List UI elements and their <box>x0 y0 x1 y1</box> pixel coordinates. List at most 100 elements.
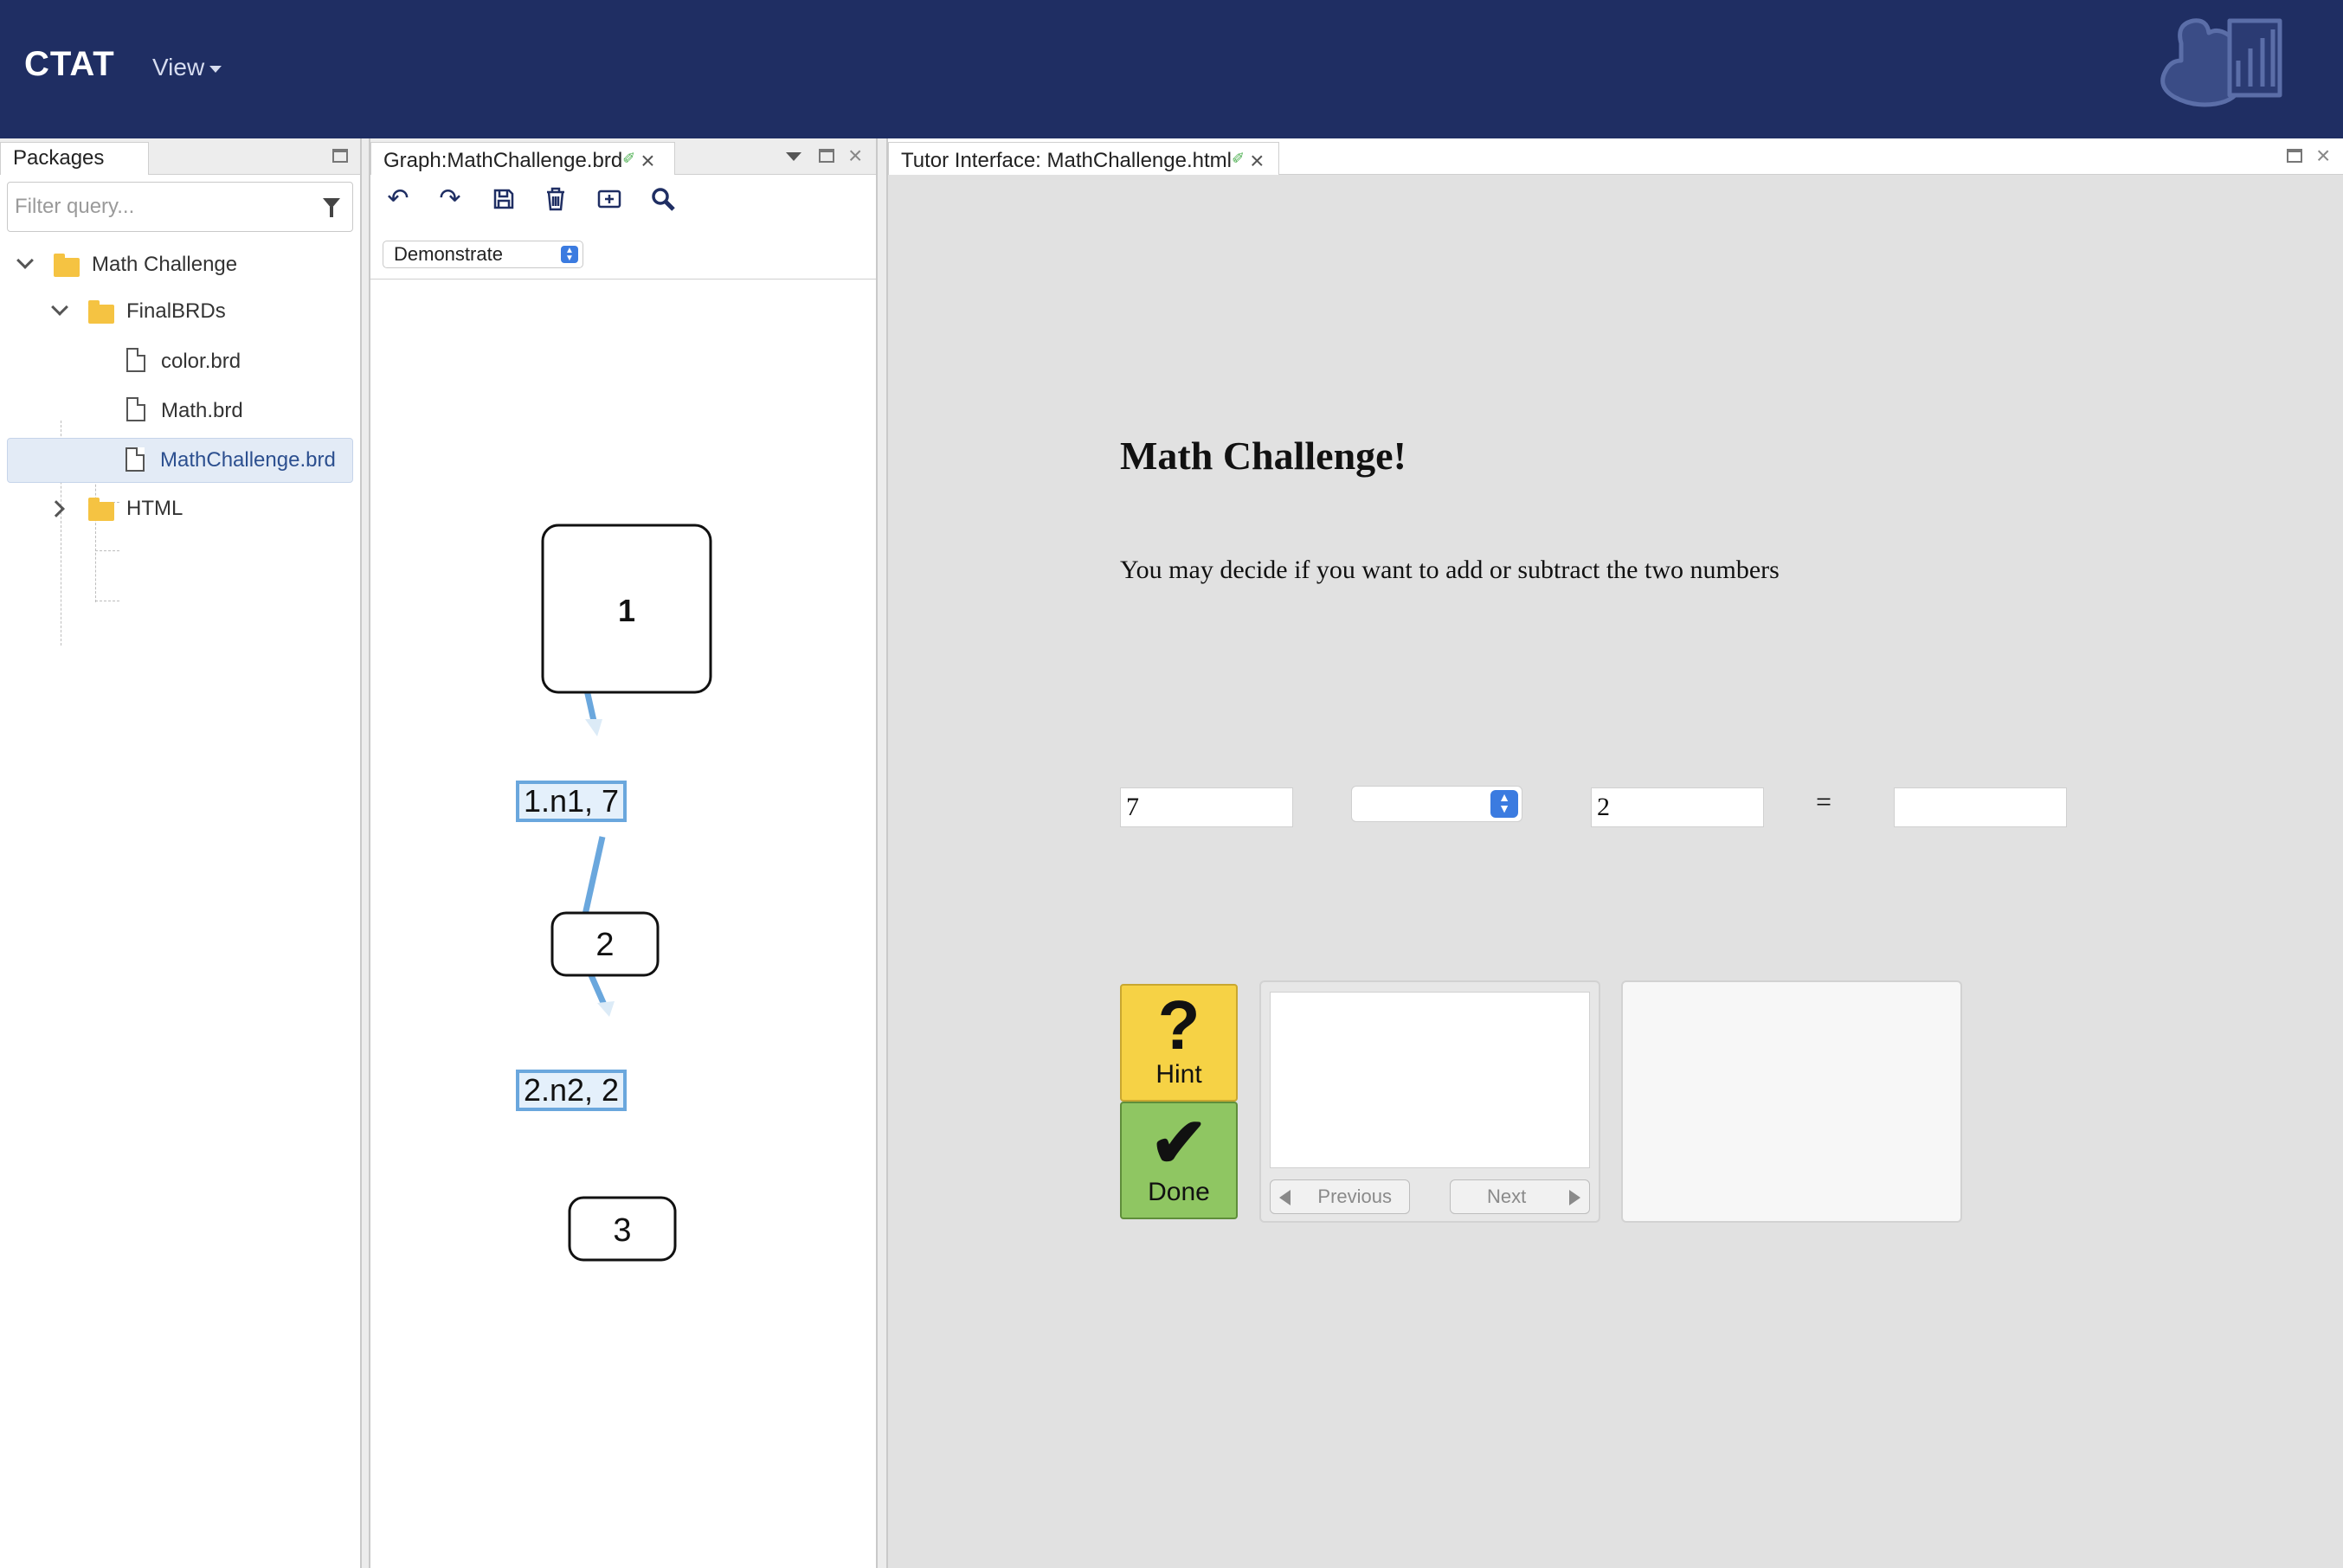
panel-gutter <box>362 138 369 1568</box>
previous-label: Previous <box>1317 1186 1392 1207</box>
filter-query-input[interactable] <box>8 183 302 231</box>
add-state-icon[interactable] <box>594 183 625 215</box>
tree-item-math-brd[interactable]: Math.brd <box>118 392 351 430</box>
equals-sign: = <box>1816 786 1832 817</box>
hint-window: Previous Next <box>1259 980 1600 1223</box>
behavior-graph-canvas[interactable]: 1.n1, 7 2.n2, 2 1 2 3 <box>370 280 876 1566</box>
panel-gutter <box>878 138 886 1568</box>
save-icon[interactable] <box>488 183 519 215</box>
divider <box>370 279 876 280</box>
close-tab-icon[interactable]: × <box>640 147 655 174</box>
close-icon[interactable]: × <box>2316 142 2331 169</box>
edge-label: 1.n1, 7 <box>524 783 619 819</box>
tree-item-label: color.brd <box>161 350 241 373</box>
state-node[interactable] <box>568 1196 677 1262</box>
ctat-mascot-logo-icon <box>2160 18 2282 107</box>
tab-label: Tutor Interface: MathChallenge.html <box>901 149 1232 172</box>
next-hint-button[interactable]: Next <box>1450 1179 1590 1214</box>
folder-icon <box>88 498 114 521</box>
checkmark-icon: ✔ <box>1149 1104 1208 1181</box>
operand1-field[interactable]: 7 <box>1120 787 1293 827</box>
question-mark-icon: ? <box>1157 986 1200 1064</box>
file-icon <box>126 397 145 421</box>
hint-message-area <box>1270 992 1590 1168</box>
tab-tutor-interface[interactable]: Tutor Interface: MathChallenge.html✐× <box>888 142 1279 175</box>
tab-label: Packages <box>13 146 105 170</box>
tree-item-label: Math.brd <box>161 399 243 422</box>
app-brand: CTAT <box>24 45 115 83</box>
tree-guide <box>95 550 119 551</box>
hint-button[interactable]: ? Hint <box>1120 984 1238 1102</box>
edge-label-box[interactable] <box>516 1070 627 1111</box>
select-stepper-icon: ▲▼ <box>1490 790 1518 818</box>
operand2-field[interactable]: 2 <box>1591 787 1764 827</box>
mode-select[interactable]: Demonstrate ▲▼ <box>383 241 583 268</box>
select-stepper-icon: ▲▼ <box>561 246 578 263</box>
edge-arrowhead <box>597 1001 615 1017</box>
redo-icon[interactable]: ↷ <box>439 184 461 213</box>
done-button-label: Done <box>1148 1178 1210 1206</box>
node-label: 3 <box>613 1212 631 1249</box>
tree-item-html[interactable]: HTML <box>48 490 351 528</box>
packages-tabstrip: Packages <box>0 138 360 175</box>
chevron-down-icon[interactable] <box>51 299 68 316</box>
previous-hint-button[interactable]: Previous <box>1270 1179 1410 1214</box>
mode-select-value: Demonstrate <box>394 243 503 265</box>
modified-indicator-icon: ✐ <box>1231 150 1246 167</box>
tree-item-label: FinalBRDs <box>126 299 226 323</box>
maximize-icon[interactable] <box>2287 149 2302 163</box>
state-node[interactable] <box>550 911 660 977</box>
node-label: 2 <box>595 927 614 963</box>
zoom-search-icon[interactable] <box>647 183 679 215</box>
file-icon <box>126 348 145 372</box>
tree-item-mathchallenge-brd[interactable]: MathChallenge.brd <box>7 438 353 483</box>
edge-label-box[interactable] <box>516 781 627 822</box>
state-node-start[interactable] <box>541 524 712 694</box>
next-label: Next <box>1487 1186 1527 1207</box>
arrow-left-icon <box>1279 1190 1291 1205</box>
tree-item-color-brd[interactable]: color.brd <box>118 343 351 381</box>
answer-field[interactable] <box>1894 787 2067 827</box>
close-icon[interactable]: × <box>848 142 863 169</box>
operator-select[interactable]: ▲▼ <box>1351 786 1522 822</box>
folder-icon <box>54 254 80 277</box>
tutor-tabstrip: Tutor Interface: MathChallenge.html✐× × <box>888 138 2343 175</box>
tree-item-label: HTML <box>126 497 183 520</box>
tab-packages[interactable]: Packages <box>0 142 149 175</box>
tree-item-label: Math Challenge <box>92 253 238 276</box>
chevron-right-icon[interactable] <box>48 500 65 517</box>
tutor-title: Math Challenge! <box>1120 434 1406 478</box>
chevron-down-icon[interactable] <box>786 152 801 161</box>
chevron-down-icon[interactable] <box>16 252 34 269</box>
edge-arrowhead <box>585 719 602 736</box>
arrow-right-icon <box>1569 1190 1580 1205</box>
folder-icon <box>88 300 114 324</box>
tree-item-label: MathChallenge.brd <box>160 448 336 472</box>
file-icon <box>126 447 145 472</box>
graph-tabstrip: Graph:MathChallenge.brd✐× × <box>370 138 876 175</box>
trash-icon[interactable] <box>540 183 571 215</box>
graph-panel: Graph:MathChallenge.brd✐× × ↶ ↷ Demonstr… <box>369 138 878 1568</box>
tab-graph[interactable]: Graph:MathChallenge.brd✐× <box>370 142 675 175</box>
done-button[interactable]: ✔ Done <box>1120 1102 1238 1219</box>
view-menu[interactable]: View <box>152 54 222 81</box>
tab-label: Graph:MathChallenge.brd <box>383 149 623 172</box>
top-navbar: CTAT View <box>0 0 2343 138</box>
view-menu-label: View <box>152 54 205 80</box>
maximize-icon[interactable] <box>819 149 834 163</box>
tutor-panel: Tutor Interface: MathChallenge.html✐× × <box>886 138 2343 1568</box>
close-tab-icon[interactable]: × <box>1250 147 1265 174</box>
undo-icon[interactable]: ↶ <box>387 184 409 213</box>
graph-toolbar: ↶ ↷ <box>370 177 876 222</box>
node-label: 1 <box>618 593 635 628</box>
tree-item-finalbrds[interactable]: FinalBRDs <box>48 292 351 331</box>
edge-label: 2.n2, 2 <box>524 1072 619 1108</box>
filter-funnel-icon[interactable] <box>323 198 340 217</box>
tutor-instructions: You may decide if you want to add or sub… <box>1120 556 1780 584</box>
tree-item-math-challenge[interactable]: Math Challenge <box>14 246 351 284</box>
skill-window <box>1621 980 1962 1223</box>
packages-panel: Packages Math Challenge FinalBRDs color.… <box>0 138 362 1568</box>
hint-button-label: Hint <box>1155 1060 1202 1089</box>
maximize-icon[interactable] <box>332 149 348 163</box>
modified-indicator-icon: ✐ <box>622 150 636 167</box>
